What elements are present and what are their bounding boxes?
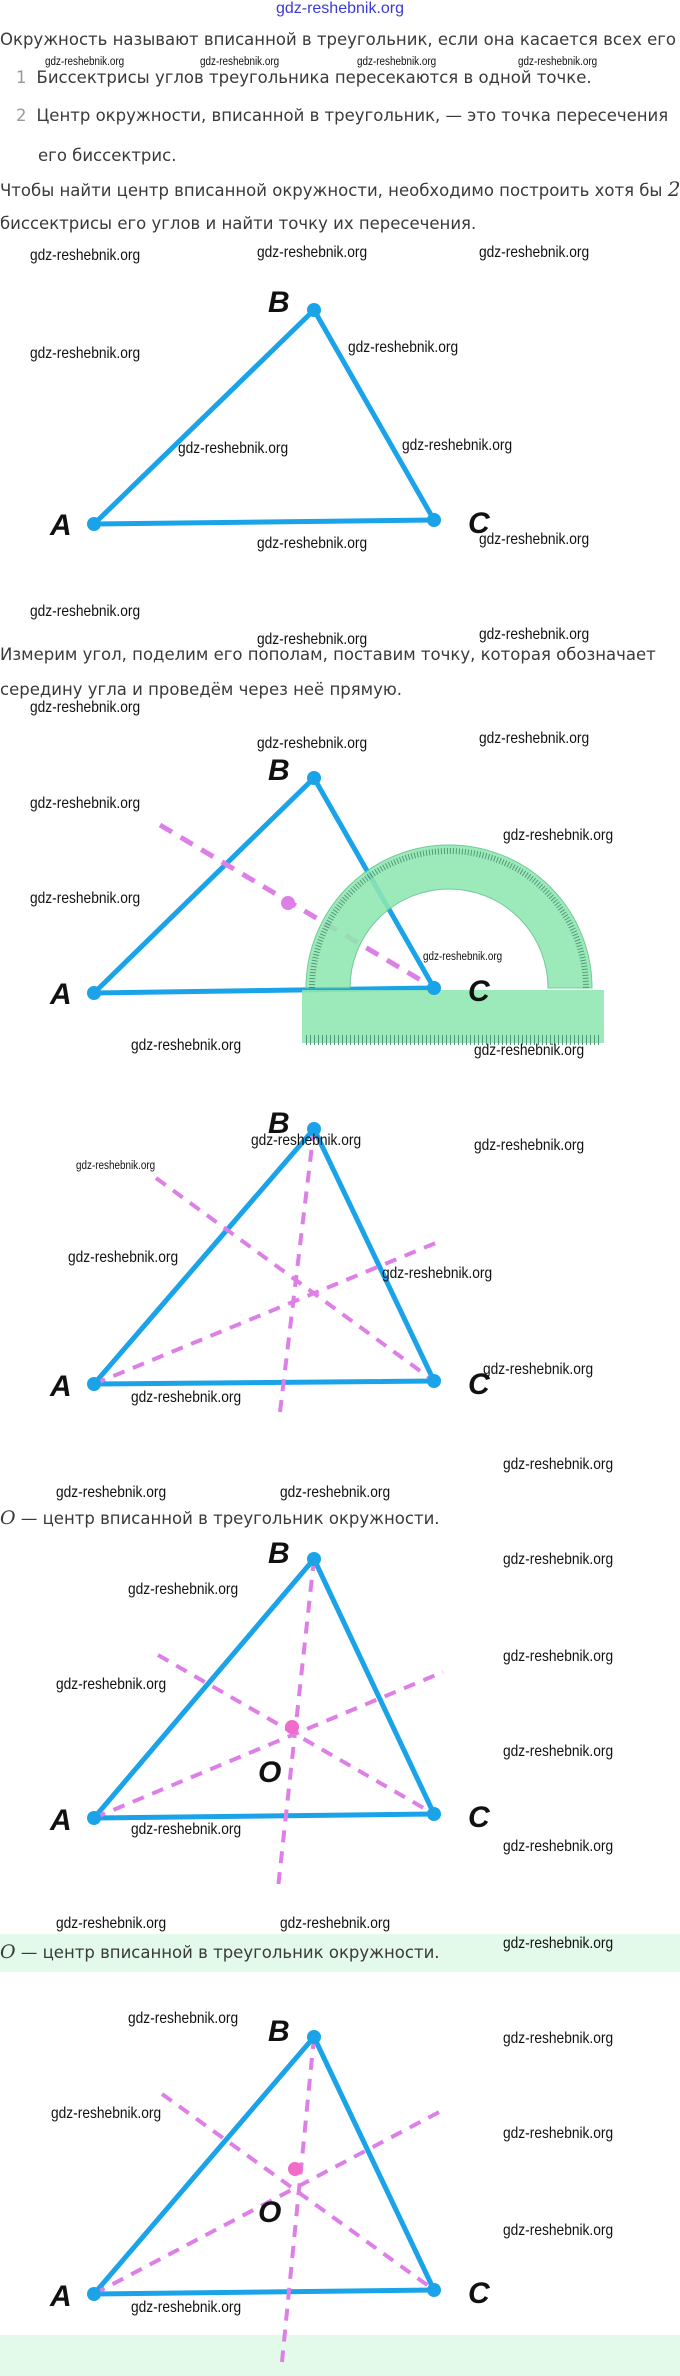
watermark: gdz-reshebnik.org [280,1484,391,1501]
center-symbol: O [0,1507,16,1529]
watermark: gdz-reshebnik.org [51,2105,162,2122]
vertex-label-c: C [468,507,491,540]
watermark: gdz-reshebnik.org [131,2299,242,2316]
watermark: gdz-reshebnik.org [30,699,141,716]
watermark: gdz-reshebnik.org [280,1915,391,1932]
watermark: gdz-reshebnik.org [251,1132,362,1149]
conclusion: O — центр вписанной в треугольник окружн… [0,1507,440,1529]
triangle-figure-3: A B C [49,1107,491,1413]
para2-line1: Измерим угол, поделим его пополам, поста… [0,645,656,664]
watermark: gdz-reshebnik.org [76,1160,156,1172]
vertex-label-c: C [468,975,491,1008]
triangle-figure-4: A B C O [49,1537,491,1889]
conclusion-highlighted: O — центр вписанной в треугольник окружн… [0,1941,440,1963]
watermark: gdz-reshebnik.org [503,1743,614,1760]
watermark: gdz-reshebnik.org [503,1648,614,1665]
watermark: gdz-reshebnik.org [56,1915,167,1932]
bottom-band [0,2335,680,2376]
watermark: gdz-reshebnik.org [257,631,368,648]
center-symbol: O [0,1941,16,1963]
watermark: gdz-reshebnik.org [45,56,125,68]
para1-line2: биссектрисы его углов и найти точку их п… [0,214,477,233]
vertex-label-b: B [268,2015,290,2048]
fact-2: 2 Центр окружности, вписанной в треугольн… [16,106,668,125]
watermark: gdz-reshebnik.org [474,1137,585,1154]
watermark: gdz-reshebnik.org [68,1249,179,1266]
watermark: gdz-reshebnik.org [479,244,590,261]
triangle-figure-2: A B C [49,754,604,1045]
watermark: gdz-reshebnik.org [503,2030,614,2047]
watermark: gdz-reshebnik.org [56,1484,167,1501]
fact-number: 2 [16,106,27,125]
watermark: gdz-reshebnik.org [30,345,141,362]
watermark: gdz-reshebnik.org [518,56,598,68]
watermark: gdz-reshebnik.org [348,339,459,356]
para1-line1: Чтобы найти центр вписанной окружности, … [0,177,680,201]
watermark: gdz-reshebnik.org [382,1265,493,1282]
fact-1: 1 Биссектрисы углов треугольника пересека… [16,68,592,87]
watermark: gdz-reshebnik.org [503,2222,614,2239]
vertex-label-b: B [268,286,290,319]
vertex-label-c: C [468,1801,491,1834]
center-label-o: O [258,2196,281,2229]
fact-number: 1 [16,68,27,87]
para1-count: 2 [667,177,680,201]
watermark: gdz-reshebnik.org [257,244,368,261]
protractor[interactable] [302,844,604,1045]
vertex-label-b: B [268,1537,290,1570]
center-label-o: O [258,1756,281,1789]
watermark: gdz-reshebnik.org [483,1361,594,1378]
vertex-label-a: A [49,1804,72,1837]
fact-text: Центр окружности, вписанной в треугольни… [36,106,669,125]
watermark: gdz-reshebnik.org [128,1581,239,1598]
vertex-label-a: A [49,1370,72,1403]
vertex-label-c: C [468,1368,491,1401]
vertex-label-a: A [49,978,72,1011]
watermark: gdz-reshebnik.org [30,603,141,620]
watermark: gdz-reshebnik.org [178,440,289,457]
watermark: gdz-reshebnik.org [423,951,503,963]
fact-text: Биссектрисы углов треугольника пересекаю… [36,68,592,87]
watermark: gdz-reshebnik.org [131,1389,242,1406]
conclusion-text: — центр вписанной в треугольник окружнос… [15,1943,440,1962]
watermark: gdz-reshebnik.org [257,735,368,752]
watermark: gdz-reshebnik.org [503,1551,614,1568]
highlight-band [0,1934,680,1972]
fact-2-cont: его биссектрис. [38,146,177,165]
watermark: gdz-reshebnik.org [131,1037,242,1054]
vertex-label-b: B [268,1107,290,1140]
para1-text: Чтобы найти центр вписанной окружности, … [0,181,668,200]
triangle-figure-1: A B C [49,286,491,542]
watermark: gdz-reshebnik.org [479,730,590,747]
vertex-label-a: A [49,2280,72,2313]
site-logo[interactable]: gdz-reshebnik.org [275,0,405,17]
para2-line2: середину угла и проведём через неё пряму… [0,680,402,699]
vertex-label-b: B [268,754,290,787]
watermark: gdz-reshebnik.org [503,1456,614,1473]
vertex-label-c: C [468,2277,491,2310]
watermark: gdz-reshebnik.org [503,827,614,844]
watermark: gdz-reshebnik.org [479,626,590,643]
watermark: gdz-reshebnik.org [474,1042,585,1059]
intro-text: Окружность называют вписанной в треуголь… [0,30,677,49]
watermark: gdz-reshebnik.org [128,2010,239,2027]
watermark: gdz-reshebnik.org [503,1935,614,1952]
watermark: gdz-reshebnik.org [131,1821,242,1838]
watermark: gdz-reshebnik.org [503,2125,614,2142]
vertex-label-a: A [49,509,72,542]
watermark: gdz-reshebnik.org [200,56,280,68]
watermark: gdz-reshebnik.org [30,247,141,264]
watermark: gdz-reshebnik.org [402,437,513,454]
watermark: gdz-reshebnik.org [503,1838,614,1855]
conclusion-text: — центр вписанной в треугольник окружнос… [15,1509,440,1528]
watermark: gdz-reshebnik.org [30,795,141,812]
watermark: gdz-reshebnik.org [30,890,141,907]
watermark: gdz-reshebnik.org [479,531,590,548]
watermark: gdz-reshebnik.org [257,535,368,552]
watermark: gdz-reshebnik.org [56,1676,167,1693]
watermark: gdz-reshebnik.org [357,56,437,68]
triangle-figure-5: A B C O [49,2015,491,2363]
